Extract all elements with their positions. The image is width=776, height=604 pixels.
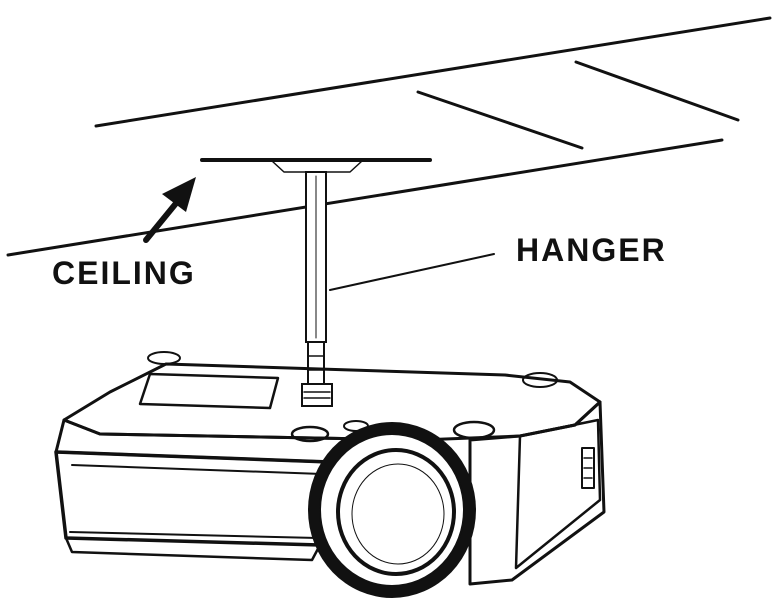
hanger-label: HANGER [516,232,667,268]
projector-base [64,536,322,562]
hanger-pole [301,171,333,407]
ceiling-plate [200,158,432,173]
ceiling-joist-line [574,60,740,122]
front-face-detail [69,531,319,539]
lens-housing-top [290,425,330,443]
hanger-joint [307,341,325,385]
front-face-detail [71,464,323,475]
ceiling-label: CEILING [52,255,196,291]
hanger-clamp [301,383,333,407]
ceiling-plane [6,16,772,257]
right-side-panel [514,418,602,570]
projector [54,351,606,598]
hanger-leader-line [329,253,495,291]
top-foot [147,351,181,365]
lens-inner-ring [351,463,445,565]
ceiling-arrow [143,177,196,243]
mount-plate-base [271,160,363,173]
ceiling-front-edge [6,138,724,257]
top-panel [138,372,280,410]
top-foot [522,372,558,388]
projector-lens [308,422,476,598]
lens-glass [336,448,456,576]
arrow-head [162,177,196,212]
ceiling-back-edge [94,16,772,128]
ceiling-joist-line [416,90,584,150]
side-vent [581,447,595,489]
top-foot [452,420,496,440]
projector-right-side [468,400,606,586]
